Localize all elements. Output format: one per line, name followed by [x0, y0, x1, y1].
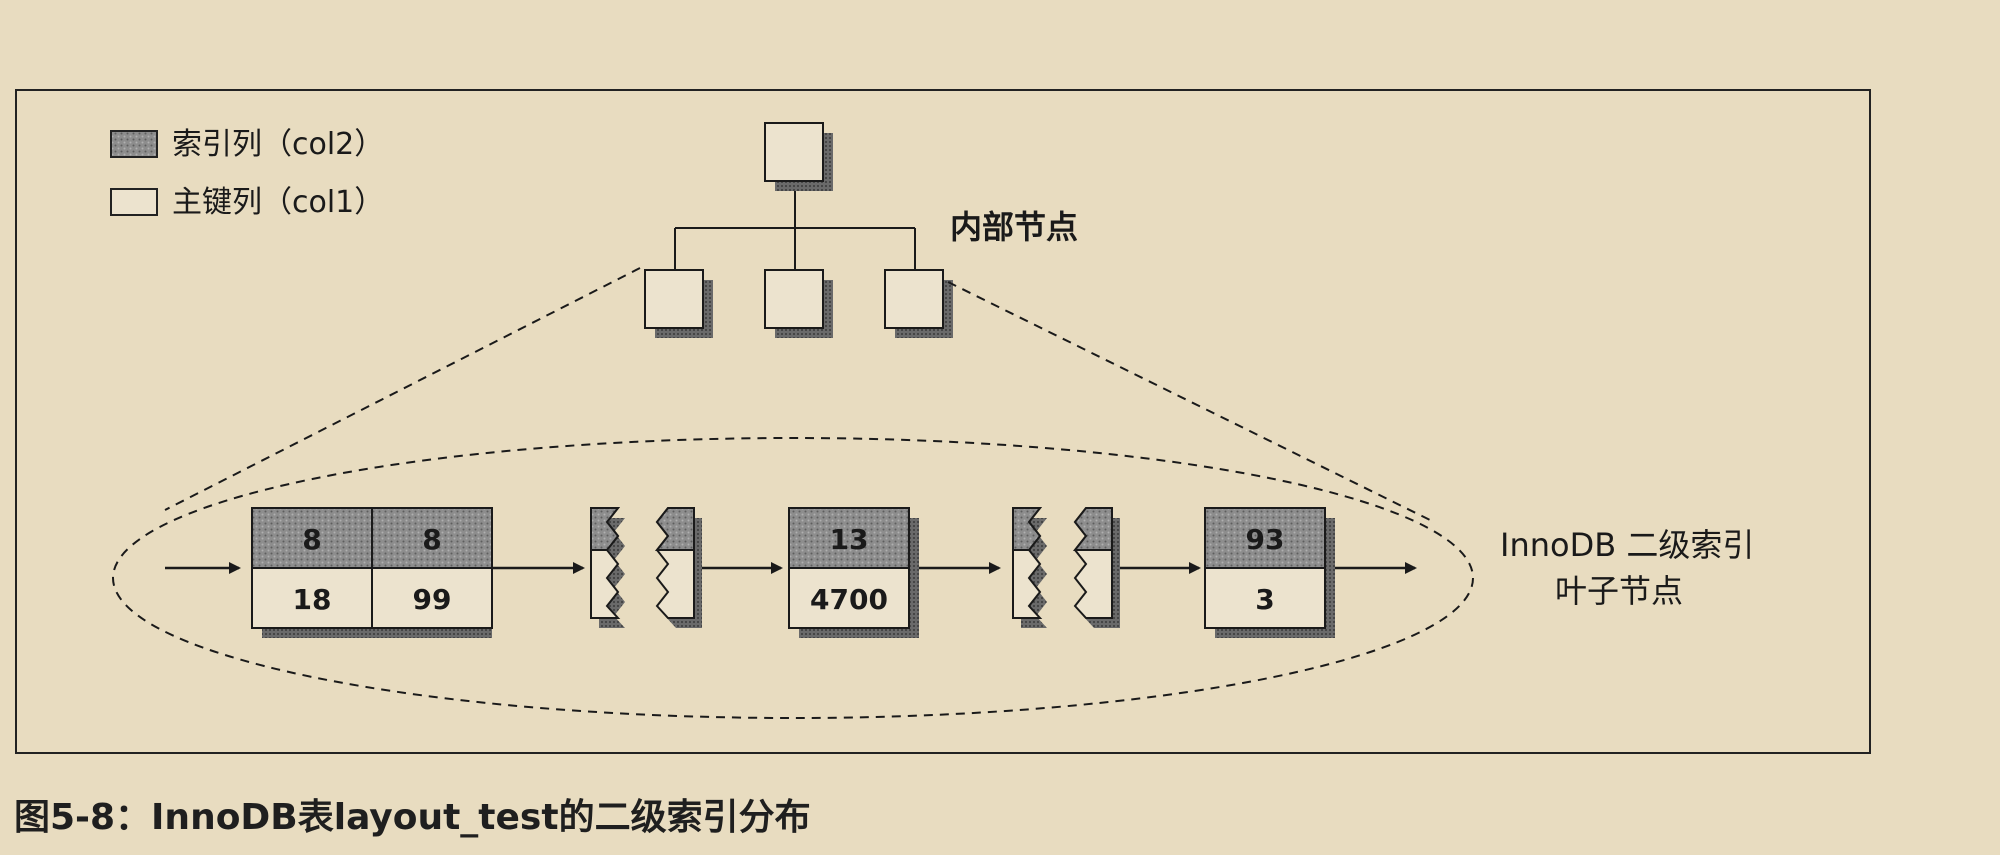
pk-value: 18 [293, 583, 332, 616]
figure-frame [15, 89, 1871, 754]
index-value: 8 [422, 523, 441, 556]
pk-value: 4700 [810, 583, 888, 616]
legend-index-swatch [110, 130, 158, 158]
index-cell [1204, 507, 1326, 569]
index-value: 8 [302, 523, 321, 556]
tree-connectors [674, 182, 916, 270]
leaf-label-line2: 叶子节点 [1555, 572, 1683, 610]
index-value: 93 [1246, 523, 1285, 556]
page-break-2 [1012, 507, 1120, 628]
pk-cell [788, 567, 910, 629]
torn-page-left-index [590, 507, 621, 551]
pk-cell [371, 567, 493, 629]
legend-pk-swatch [110, 188, 158, 216]
child-node [644, 269, 704, 329]
torn-page-right-index [654, 507, 695, 551]
pk-value: 99 [413, 583, 452, 616]
page-break-1 [590, 507, 702, 628]
leaf-label-line1: InnoDB 二级索引 [1500, 526, 1754, 564]
leaf-page: 13 4700 [788, 507, 919, 638]
leaf-level-ellipse [112, 437, 1474, 719]
zoom-line-right [947, 281, 1431, 521]
leaf-page: 93 3 [1204, 507, 1335, 638]
legend-pk-label: 主键列（col1） [172, 185, 384, 220]
internal-nodes: 内部节点 [644, 122, 1078, 338]
pk-cell [1204, 567, 1326, 629]
legend-index-label: 索引列（col2） [172, 127, 384, 162]
pk-value: 3 [1255, 583, 1274, 616]
torn-page-left-index [1012, 507, 1043, 551]
root-node [764, 122, 824, 182]
child-node [884, 269, 944, 329]
legend: 索引列（col2） 主键列（col1） [110, 127, 384, 220]
index-cell [788, 507, 910, 569]
child-node [764, 269, 824, 329]
leaf-page: 8 8 18 99 [251, 507, 493, 638]
index-cell [371, 507, 493, 569]
pk-cell [251, 567, 373, 629]
zoom-line-left [164, 267, 641, 511]
internal-nodes-label: 内部节点 [950, 208, 1078, 246]
figure-caption: 图5-8：InnoDB表layout_test的二级索引分布 [14, 797, 811, 838]
torn-page-right-index [1072, 507, 1113, 551]
index-value: 13 [830, 523, 869, 556]
